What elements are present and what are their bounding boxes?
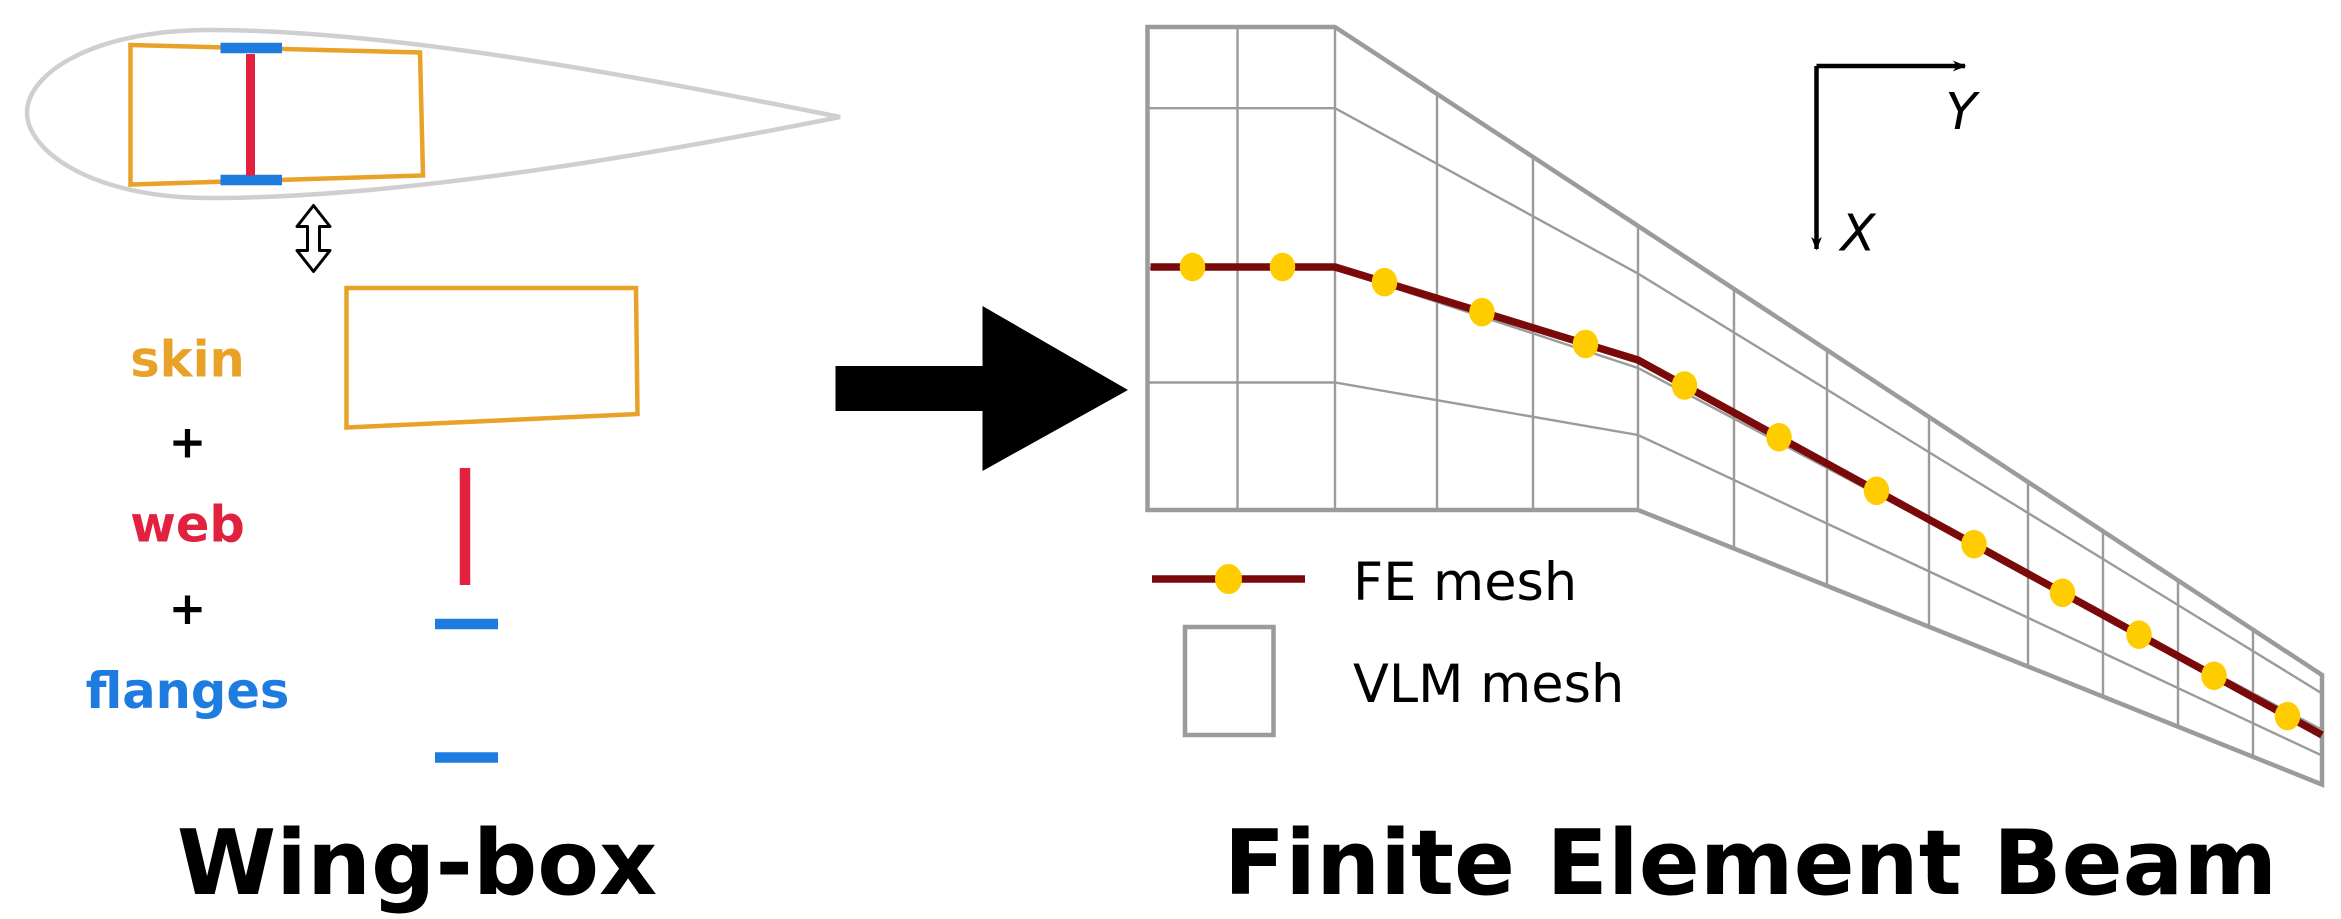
web-label: web bbox=[130, 496, 245, 554]
flanges-label: flanges bbox=[86, 662, 290, 720]
double-vertical-arrow-icon bbox=[295, 204, 332, 273]
skin-label: skin bbox=[130, 331, 245, 389]
vlm-mesh bbox=[1145, 24, 2325, 788]
legend-vlm-box bbox=[1182, 624, 1276, 738]
fe-node bbox=[2126, 620, 2152, 649]
fe-node bbox=[1269, 252, 1296, 282]
fe-nodes bbox=[1179, 252, 2301, 731]
fe-beam-line bbox=[1150, 263, 2324, 739]
fe-node bbox=[2274, 701, 2301, 731]
legend-fe-node bbox=[1215, 564, 1242, 594]
wingbox-title: Wing-box bbox=[177, 811, 657, 916]
fe-beam-panel: Y X FE mesh VLM mesh Finite Element Beam bbox=[1145, 24, 2325, 916]
fe-node bbox=[1469, 297, 1495, 327]
fe-node bbox=[1766, 423, 1792, 452]
fe-node bbox=[1961, 529, 1987, 559]
mesh-span-line bbox=[1147, 106, 2323, 695]
wingbox-panel: skin + web + flanges Wing-box bbox=[24, 27, 841, 916]
airfoil-outline bbox=[24, 27, 841, 201]
fe-node bbox=[1671, 371, 1698, 400]
vlm-mesh-outline bbox=[1145, 24, 2325, 788]
fe-node bbox=[1179, 252, 1206, 282]
fe-node bbox=[1572, 329, 1599, 359]
fe-node bbox=[1371, 267, 1398, 297]
legend-fe-mesh-label: FE mesh bbox=[1353, 552, 1577, 613]
plus-label-1: + bbox=[169, 416, 207, 469]
x-axis-label: X bbox=[1838, 205, 1877, 264]
legend-vlm-mesh-label: VLM mesh bbox=[1353, 654, 1624, 715]
y-axis-label: Y bbox=[1946, 83, 1981, 142]
axes: Y X bbox=[1811, 60, 1981, 264]
skin-in-airfoil bbox=[128, 42, 426, 187]
fe-node bbox=[1863, 476, 1890, 506]
right-arrow-icon bbox=[835, 306, 1128, 471]
plus-label-2: + bbox=[169, 582, 207, 635]
legend: FE mesh VLM mesh bbox=[1152, 552, 1624, 738]
mesh-span-line bbox=[1147, 381, 2323, 757]
fe-node bbox=[2201, 661, 2227, 690]
skin-shape bbox=[344, 285, 640, 430]
fe-beam-title: Finite Element Beam bbox=[1224, 811, 2277, 916]
fe-node bbox=[2049, 578, 2076, 608]
